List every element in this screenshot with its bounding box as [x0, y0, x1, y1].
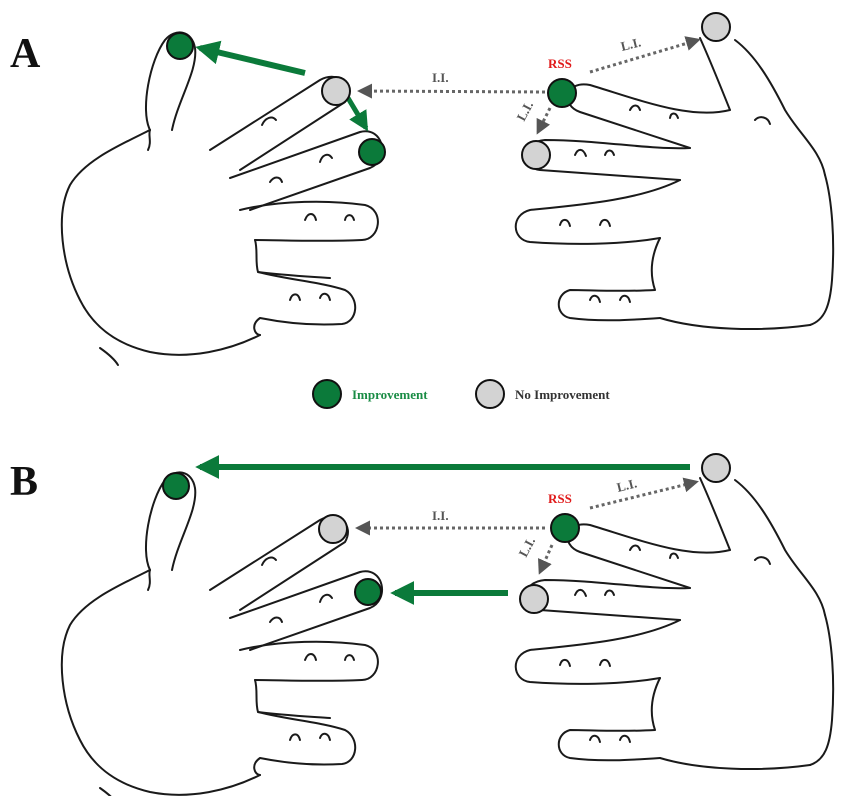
rss-dot-b — [550, 513, 580, 543]
no-improvement-dot-a3 — [521, 140, 551, 170]
legend-no-improvement-swatch — [475, 379, 505, 409]
li-label-upper-a: L.I. — [619, 34, 642, 53]
li-label-upper-b: L.I. — [615, 475, 638, 494]
no-improvement-dot-a2 — [701, 12, 731, 42]
improvement-dot-b2 — [354, 578, 382, 606]
li-arrow-upper-a — [589, 36, 701, 74]
legend-improvement-swatch — [312, 379, 342, 409]
panel-a: RSS I.I. L.I. L.I. — [60, 12, 835, 366]
panel-b-label: B — [10, 459, 39, 505]
ii-label-b: I.I. — [432, 508, 449, 523]
panel-a-label: A — [10, 31, 41, 77]
li-arrow-lower-b — [538, 544, 554, 575]
legend-no-improvement-label: No Improvement — [515, 387, 610, 402]
panel-b: RSS I.I. L.I. L.I. — [60, 453, 835, 796]
legend: Improvement No Improvement — [312, 379, 610, 409]
improvement-dot-b1 — [162, 472, 190, 500]
rss-label-b: RSS — [548, 491, 572, 506]
improvement-dot-a1 — [166, 32, 194, 60]
li-arrow-upper-b — [589, 477, 699, 510]
legend-improvement-label: Improvement — [352, 387, 428, 402]
rss-label-a: RSS — [548, 56, 572, 71]
li-label-lower-b: L.I. — [515, 535, 538, 560]
no-improvement-dot-b2 — [701, 453, 731, 483]
rss-dot-a — [547, 78, 577, 108]
no-improvement-dot-b3 — [519, 584, 549, 614]
no-improvement-dot-b1 — [318, 514, 348, 544]
ii-label-a: I.I. — [432, 70, 449, 85]
li-arrow-lower-a — [536, 107, 552, 135]
improvement-arrow-a2 — [345, 96, 369, 132]
improvement-dot-a2 — [358, 138, 386, 166]
no-improvement-dot-a1 — [321, 76, 351, 106]
improvement-arrow-a1 — [195, 40, 306, 76]
li-label-lower-a: L.I. — [513, 99, 536, 124]
ii-arrow-a — [357, 83, 546, 99]
